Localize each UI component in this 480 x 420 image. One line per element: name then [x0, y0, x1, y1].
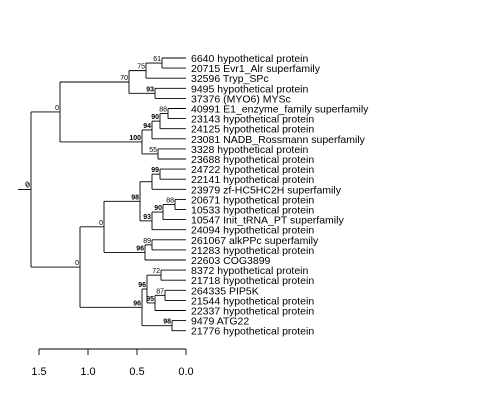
leaf-label: 6640 hypothetical protein: [191, 53, 308, 65]
support-value: 70: [120, 75, 128, 82]
support-value: 96: [138, 282, 146, 289]
leaf-label: 9479 ATG22: [191, 316, 249, 328]
leaf-label: 21283 hypothetical protein: [191, 245, 314, 257]
support-value: 0: [75, 260, 79, 267]
leaf-label: 8372 hypothetical protein: [191, 265, 308, 277]
leaf-label: 23688 hypothetical protein: [191, 154, 314, 166]
support-value: 90: [154, 205, 162, 212]
leaf-label: 24722 hypothetical protein: [191, 164, 314, 176]
leaf-label: 10547 Init_tRNA_PT superfamily: [191, 215, 344, 227]
scale-axis: 1.5 1.0 0.5 0.0: [31, 366, 193, 378]
support-value: 94: [143, 123, 151, 130]
support-value: 0: [55, 105, 59, 112]
support-value: 98: [131, 194, 139, 201]
leaf-label: 22141 hypothetical protein: [191, 174, 314, 186]
scale-tick-label: 1.5: [31, 366, 46, 378]
support-value: 0: [26, 183, 30, 190]
support-value: 88: [159, 107, 167, 114]
support-value: 93: [143, 214, 151, 221]
tree-branches: [18, 57, 187, 355]
leaf-label: 21718 hypothetical protein: [191, 275, 314, 287]
leaf-label: 21544 hypothetical protein: [191, 295, 314, 307]
leaf-label: 23081 NADB_Rossmann superfamily: [191, 134, 366, 146]
support-value: 99: [151, 167, 159, 174]
support-value: 96: [136, 245, 144, 252]
support-labels: 6175937088909455100099889093988996072879…: [25, 56, 174, 326]
scale-tick-label: 1.0: [80, 366, 95, 378]
leaf-label: 23143 hypothetical protein: [191, 114, 314, 126]
support-value: 95: [146, 296, 154, 303]
leaf-label: 22337 hypothetical protein: [191, 306, 314, 318]
support-value: 0: [99, 220, 103, 227]
leaf-label: 21776 hypothetical protein: [191, 326, 314, 338]
scale-tick-label: 0.5: [129, 366, 144, 378]
leaf-label: 24094 hypothetical protein: [191, 225, 314, 237]
leaf-label: 10533 hypothetical protein: [191, 205, 314, 217]
leaf-label: 3328 hypothetical protein: [191, 144, 308, 156]
support-value: 100: [129, 135, 141, 142]
leaf-label: 9495 hypothetical protein: [191, 83, 308, 95]
support-value: 75: [137, 64, 145, 71]
leaf-label: 23979 zf-HC5HC2H superfamily: [191, 184, 342, 196]
support-value: 55: [149, 147, 157, 154]
support-value: 89: [143, 238, 151, 245]
support-value: 61: [153, 56, 161, 63]
leaf-label: 20715 Evr1_Alr superfamily: [191, 63, 321, 75]
leaf-label: 32596 Tryp_SPc: [191, 73, 269, 85]
leaf-label: 24125 hypothetical protein: [191, 124, 314, 136]
leaf-label: 22603 COG3899: [191, 255, 271, 267]
support-value: 96: [133, 300, 141, 307]
support-value: 93: [146, 86, 154, 93]
support-value: 98: [163, 319, 171, 326]
leaf-label: 264335 PIP5K: [191, 285, 259, 297]
support-value: 72: [152, 268, 160, 275]
leaf-label: 40991 E1_enzyme_family superfamily: [191, 104, 369, 116]
support-value: 88: [166, 197, 174, 204]
support-value: 87: [156, 288, 164, 295]
support-value: 90: [151, 114, 159, 121]
support-value: 0: [25, 182, 29, 189]
leaf-label: 261067 alkPPc superfamily: [191, 235, 319, 247]
scale-tick-label: 0.0: [178, 366, 193, 378]
leaf-label: 37376 (MYO6) MYSc: [191, 93, 291, 105]
leaf-label: 20671 hypothetical protein: [191, 194, 314, 206]
